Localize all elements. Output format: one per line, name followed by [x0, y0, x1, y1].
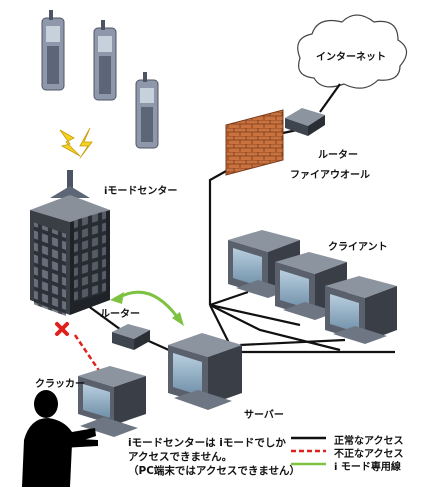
imode-dedicated-line	[110, 290, 184, 326]
cracker-label: クラッカー	[35, 379, 85, 390]
note-line-3: （PC端末ではアクセスできません）	[128, 465, 301, 477]
internet-cloud	[297, 14, 408, 89]
legend-lines	[291, 436, 326, 466]
mobile-phone-1	[41, 10, 65, 91]
legend-label-imode: i モード専用線	[334, 462, 401, 473]
mobile-phone-3	[135, 72, 159, 149]
server-label: サーバー	[244, 410, 284, 421]
internet-label: インターネット	[316, 52, 386, 63]
firewall-wall	[225, 109, 284, 176]
legend-label-normal: 正常なアクセス	[334, 436, 404, 447]
cracker-pc	[78, 366, 146, 437]
router-top-label: ルーター	[318, 150, 358, 161]
note-line-2: アクセスできません。	[128, 451, 233, 463]
client-label: クライアント	[328, 242, 388, 253]
normal-access-lines	[79, 128, 395, 357]
legend-label-unauthorized: 不正なアクセス	[334, 449, 404, 460]
router-mid	[112, 324, 150, 350]
server-pc	[168, 333, 242, 410]
note-line-1: iモードセンターは iモードでしか	[128, 437, 286, 449]
imode-center-building	[30, 170, 110, 317]
blocked-x-mark	[55, 322, 69, 336]
unauthorized-access-line	[55, 322, 102, 373]
internet-link	[319, 83, 341, 113]
firewall-label: ファイアウオール	[290, 170, 370, 181]
router-mid-label: ルーター	[100, 309, 140, 320]
client-pc-3	[325, 276, 397, 344]
signal-spark-icon	[59, 127, 93, 159]
cracker-silhouette	[22, 390, 98, 487]
router-top	[285, 108, 325, 136]
imode-center-label: iモードセンター	[104, 186, 178, 197]
mobile-phone-2	[93, 20, 117, 101]
